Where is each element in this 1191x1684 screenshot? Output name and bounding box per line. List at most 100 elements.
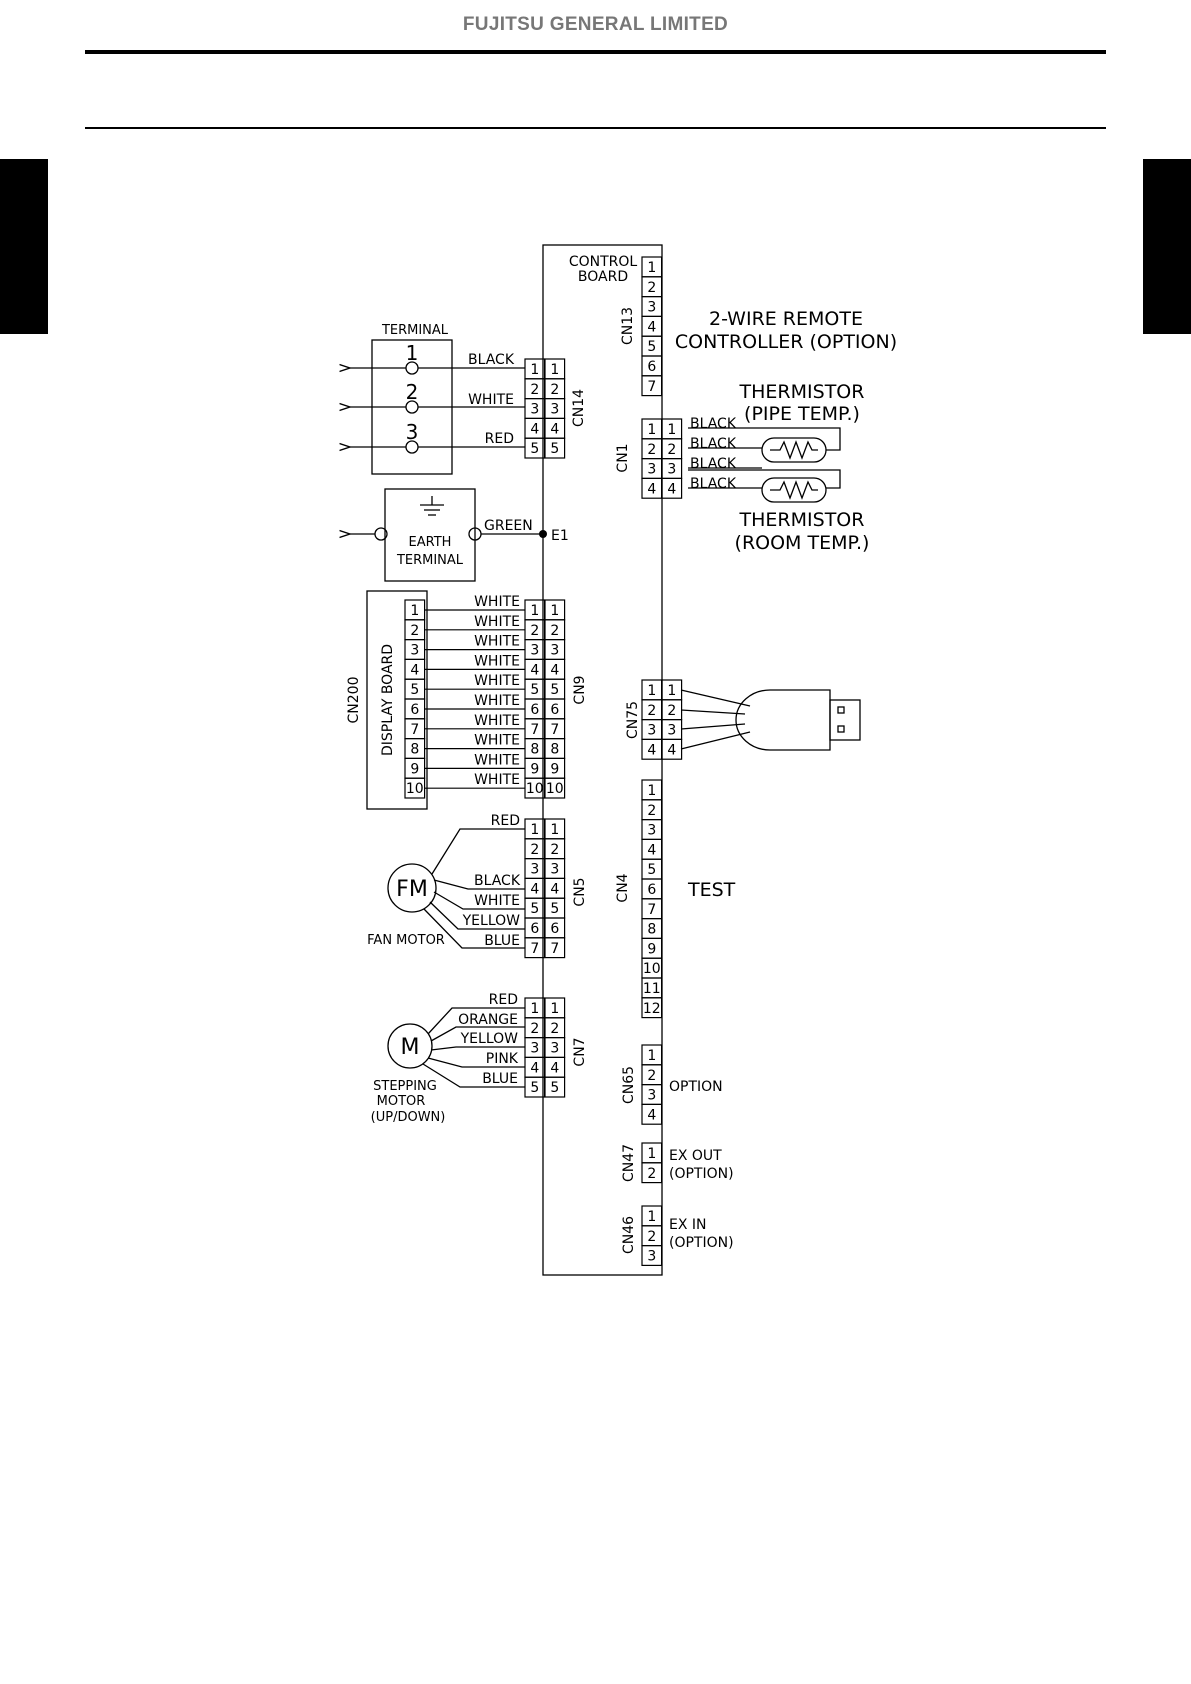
display-board-pin-number: 10: [406, 781, 424, 797]
cn1-wire-label: BLACK: [690, 456, 737, 472]
cn46-desc-1: EX IN: [669, 1217, 707, 1233]
fan-motor-label: FAN MOTOR: [367, 933, 445, 948]
cn5-right-pin-number: 6: [550, 921, 559, 937]
cn47-pin-number: 2: [647, 1166, 656, 1182]
cn5-wire-label: BLACK: [474, 873, 521, 889]
cn9-right-pin-number: 5: [550, 682, 559, 698]
cn75-right-pin-number: 1: [667, 683, 676, 699]
pipe-thermistor-capsule: [761, 437, 827, 463]
cn5-right-pin-box-7: [544, 937, 566, 959]
cn1-right-pin-number: 2: [667, 442, 676, 458]
cn1-left-pin-number: 3: [647, 462, 656, 478]
cn13-pin-number: 2: [647, 280, 656, 296]
cn4-pin-number: 10: [643, 961, 661, 977]
cn7-right-pin-number: 3: [550, 1041, 559, 1057]
cn13-pin-number: 1: [647, 260, 656, 276]
cn46-connector-label: CN46: [621, 1216, 637, 1254]
control-board-label-1: CONTROL: [569, 254, 638, 270]
display-board-pin-number: 8: [410, 742, 419, 758]
pipe-thermistor-label-2: (PIPE TEMP.): [744, 403, 860, 425]
cn75-left-pin-number: 3: [647, 723, 656, 739]
cn7-right-pin-number: 2: [550, 1021, 559, 1037]
cn65-connector-label: CN65: [621, 1066, 637, 1104]
cn65-pin-number: 3: [647, 1088, 656, 1104]
stepping-motor-label-3: (UP/DOWN): [371, 1110, 446, 1125]
stepping-motor-symbol: [387, 1023, 433, 1069]
room-thermistor-label-1: THERMISTOR: [739, 509, 865, 531]
cn4-pin-number: 6: [647, 882, 656, 898]
cn7-wire-label: BLUE: [482, 1071, 518, 1087]
cn7-wire-label: YELLOW: [460, 1031, 519, 1047]
cn5-right-pin-number: 4: [550, 881, 559, 897]
cn7-left-pin-number: 4: [530, 1060, 539, 1076]
terminal-number-3: 3: [406, 420, 419, 444]
display-board-pin-number: 7: [410, 722, 419, 738]
earth-terminal-box: [384, 488, 476, 582]
cn4-connector-label: CN4: [615, 873, 631, 902]
cn4-pin-box-12: [641, 997, 663, 1019]
cn9-left-pin-number: 6: [530, 702, 539, 718]
cn5-left-pin-number: 6: [530, 921, 539, 937]
cn7-wire-label: ORANGE: [458, 1012, 518, 1028]
cn14-left-pin-number: 5: [530, 441, 539, 457]
cn1-connector-label: CN1: [615, 443, 631, 472]
cn9-left-pin-number: 5: [530, 682, 539, 698]
cn7-wire-label: PINK: [486, 1051, 519, 1067]
cn7-left-pin-number: 2: [530, 1021, 539, 1037]
cn1-right-pin-number: 4: [667, 481, 676, 497]
e1-node: [539, 530, 547, 538]
display-board-pin-number: 2: [410, 623, 419, 639]
cn5-right-pin-number: 3: [550, 862, 559, 878]
cn200-label: CN200: [346, 677, 362, 724]
cn75-right-pin-number: 3: [667, 723, 676, 739]
left-side-tab: [0, 159, 48, 334]
cn9-left-pin-number: 8: [530, 742, 539, 758]
room-thermistor-label-2: (ROOM TEMP.): [735, 532, 870, 554]
stepping-motor-symbol-text: M: [401, 1035, 420, 1060]
room-thermistor-capsule: [761, 477, 827, 503]
cn13-desc-2: CONTROLLER (OPTION): [675, 331, 897, 353]
cn9-left-pin-number: 10: [526, 781, 544, 797]
control-board-label-2: BOARD: [578, 269, 628, 285]
cn47-pin-number: 1: [647, 1146, 656, 1162]
cn47-desc-1: EX OUT: [669, 1148, 722, 1164]
cn7-right-pin-number: 1: [550, 1001, 559, 1017]
cn75-left-pin-number: 2: [647, 703, 656, 719]
cn13-pin-number: 5: [647, 339, 656, 355]
cn7-right-pin-number: 5: [550, 1080, 559, 1096]
cn7-left-pin-number: 3: [530, 1041, 539, 1057]
cn7-right-pin-box-5: [544, 1076, 566, 1098]
cn14-left-pin-number: 2: [530, 382, 539, 398]
cn75-connector-label: CN75: [625, 701, 641, 739]
cn14-right-pin-box-5: [544, 437, 566, 459]
cn9-wire-label: WHITE: [474, 713, 520, 729]
display-board-pin-number: 9: [410, 761, 419, 777]
cn5-left-pin-number: 1: [530, 822, 539, 838]
cn9-right-pin-number: 3: [550, 643, 559, 659]
usb-plug-tip: [829, 699, 861, 741]
display-board-pin-box-10: [404, 777, 426, 799]
cn9-right-pin-number: 2: [550, 623, 559, 639]
cn4-pin-number: 11: [643, 981, 661, 997]
cn14-wire-label: BLACK: [468, 352, 515, 368]
cn14-left-pin-number: 4: [530, 421, 539, 437]
cn4-pin-number: 5: [647, 862, 656, 878]
terminal-number-2: 2: [406, 380, 419, 404]
terminal-title: TERMINAL: [381, 323, 449, 338]
cn5-left-pin-number: 5: [530, 901, 539, 917]
cn14-right-pin-number: 1: [550, 362, 559, 378]
display-board-box: [366, 590, 428, 810]
pipe-thermistor-label-1: THERMISTOR: [739, 381, 865, 403]
cn14-right-pin-number: 3: [550, 402, 559, 418]
cn1-wire-label: BLACK: [690, 476, 737, 492]
terminal-number-1: 1: [406, 341, 419, 365]
cn7-right-pin-number: 4: [550, 1060, 559, 1076]
display-board-pin-number: 5: [410, 682, 419, 698]
cn1-right-pin-number: 1: [667, 422, 676, 438]
fan-motor-symbol: [387, 863, 437, 913]
cn9-wire-label: WHITE: [474, 693, 520, 709]
cn9-wire-label: WHITE: [474, 752, 520, 768]
cn46-pin-number: 1: [647, 1209, 656, 1225]
cn7-left-pin-number: 5: [530, 1080, 539, 1096]
cn46-pin-number: 3: [647, 1249, 656, 1265]
